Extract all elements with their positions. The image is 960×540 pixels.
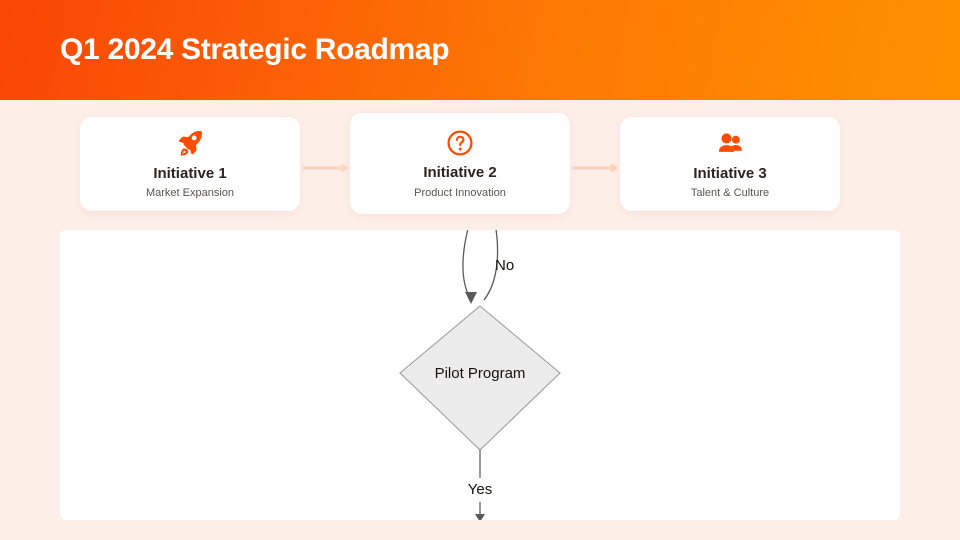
rocket-icon bbox=[175, 129, 205, 159]
initiative-card-title: Initiative 1 bbox=[153, 164, 227, 182]
flowchart-svg: No Pilot Program Yes bbox=[399, 230, 561, 520]
arrow-card1-card2 bbox=[303, 163, 349, 173]
decision-diamond-label: Pilot Program bbox=[435, 365, 526, 382]
flow-loop-right-path bbox=[483, 230, 499, 301]
flow-branch-yes-label: Yes bbox=[468, 481, 492, 498]
users-icon bbox=[715, 129, 745, 159]
page-title: Q1 2024 Strategic Roadmap bbox=[60, 33, 450, 66]
flow-loop-left-path bbox=[462, 230, 471, 299]
initiative-card-subtitle: Talent & Culture bbox=[690, 187, 770, 200]
initiative-cards-row: Initiative 1 Market Expansion Initiative… bbox=[0, 100, 960, 228]
initiative-card-3[interactable]: Initiative 3 Talent & Culture bbox=[620, 117, 840, 211]
initiative-card-title: Initiative 2 bbox=[423, 164, 497, 182]
flow-yes-arrowhead bbox=[475, 514, 485, 520]
arrow-card2-card3 bbox=[573, 163, 619, 173]
flow-loop-arrowhead bbox=[465, 292, 477, 304]
initiative-card-1[interactable]: Initiative 1 Market Expansion bbox=[80, 117, 300, 211]
question-circle-icon bbox=[446, 128, 474, 158]
flowchart-panel: No Pilot Program Yes bbox=[60, 230, 900, 520]
slide-header: Q1 2024 Strategic Roadmap bbox=[0, 0, 960, 100]
flow-branch-no-label: No bbox=[495, 257, 514, 274]
initiative-card-subtitle: Market Expansion bbox=[145, 187, 235, 200]
initiative-card-2[interactable]: Initiative 2 Product Innovation bbox=[350, 113, 570, 214]
initiative-card-title: Initiative 3 bbox=[693, 164, 767, 182]
initiative-card-subtitle: Product Innovation bbox=[414, 186, 506, 199]
